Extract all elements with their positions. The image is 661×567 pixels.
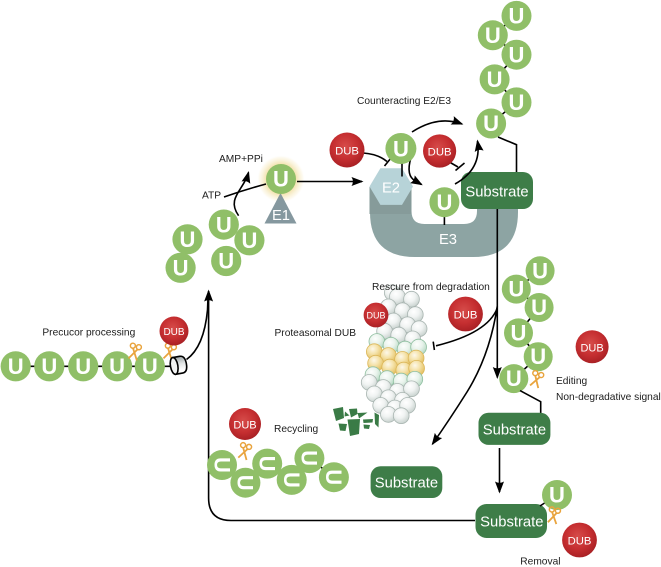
- svg-text:U: U: [436, 190, 452, 215]
- svg-text:DUB: DUB: [428, 147, 452, 159]
- svg-text:U: U: [297, 450, 322, 466]
- svg-text:U: U: [279, 472, 304, 488]
- svg-text:U: U: [483, 111, 499, 136]
- svg-text:U: U: [531, 295, 547, 320]
- svg-text:Substrate: Substrate: [483, 422, 546, 438]
- svg-text:U: U: [41, 354, 57, 379]
- svg-text:U: U: [532, 258, 548, 283]
- svg-text:Substrate: Substrate: [465, 185, 528, 201]
- svg-text:U: U: [511, 320, 527, 345]
- svg-text:U: U: [75, 354, 91, 379]
- svg-text:DUB: DUB: [233, 420, 256, 432]
- svg-text:Non-degradative signal: Non-degradative signal: [556, 392, 661, 403]
- svg-text:Precucor processing: Precucor processing: [42, 328, 135, 339]
- svg-text:U: U: [209, 457, 234, 473]
- svg-text:U: U: [549, 483, 565, 508]
- svg-text:U: U: [273, 167, 289, 192]
- svg-text:U: U: [509, 90, 525, 115]
- svg-text:Editing: Editing: [556, 376, 587, 387]
- svg-text:E3: E3: [439, 232, 457, 248]
- svg-text:Proteasomal DUB: Proteasomal DUB: [275, 328, 357, 339]
- svg-text:U: U: [241, 228, 257, 253]
- svg-text:DUB: DUB: [163, 327, 184, 338]
- svg-text:DUB: DUB: [454, 310, 478, 322]
- svg-text:U: U: [509, 4, 525, 29]
- svg-text:DUB: DUB: [580, 342, 603, 354]
- svg-text:U: U: [142, 354, 158, 379]
- svg-text:U: U: [8, 354, 24, 379]
- svg-text:Substrate: Substrate: [375, 476, 438, 492]
- svg-text:U: U: [218, 249, 234, 274]
- svg-text:U: U: [509, 42, 525, 67]
- svg-text:AMP+PPi: AMP+PPi: [219, 154, 263, 165]
- svg-text:Recycling: Recycling: [274, 424, 318, 435]
- svg-text:U: U: [216, 212, 232, 237]
- svg-text:ATP: ATP: [202, 191, 221, 202]
- svg-text:Counteracting E2/E3: Counteracting E2/E3: [357, 96, 451, 107]
- svg-text:U: U: [173, 256, 189, 281]
- svg-text:U: U: [109, 354, 125, 379]
- svg-text:U: U: [393, 136, 409, 161]
- svg-text:U: U: [233, 475, 258, 491]
- svg-text:Substrate: Substrate: [480, 515, 543, 531]
- svg-text:U: U: [255, 456, 280, 472]
- svg-text:DUB: DUB: [568, 536, 592, 548]
- svg-text:Removal: Removal: [520, 557, 560, 567]
- svg-text:U: U: [487, 67, 503, 92]
- svg-text:DUB: DUB: [335, 146, 359, 158]
- svg-text:U: U: [508, 277, 524, 302]
- svg-text:DUB: DUB: [366, 311, 385, 321]
- svg-text:Rescure from degradation: Rescure from degradation: [372, 282, 490, 293]
- svg-text:E1: E1: [272, 208, 290, 224]
- svg-text:U: U: [485, 23, 501, 48]
- svg-text:U: U: [321, 469, 346, 485]
- svg-text:U: U: [530, 344, 546, 369]
- svg-text:U: U: [180, 227, 196, 252]
- svg-text:U: U: [506, 366, 522, 391]
- svg-text:E2: E2: [382, 180, 400, 196]
